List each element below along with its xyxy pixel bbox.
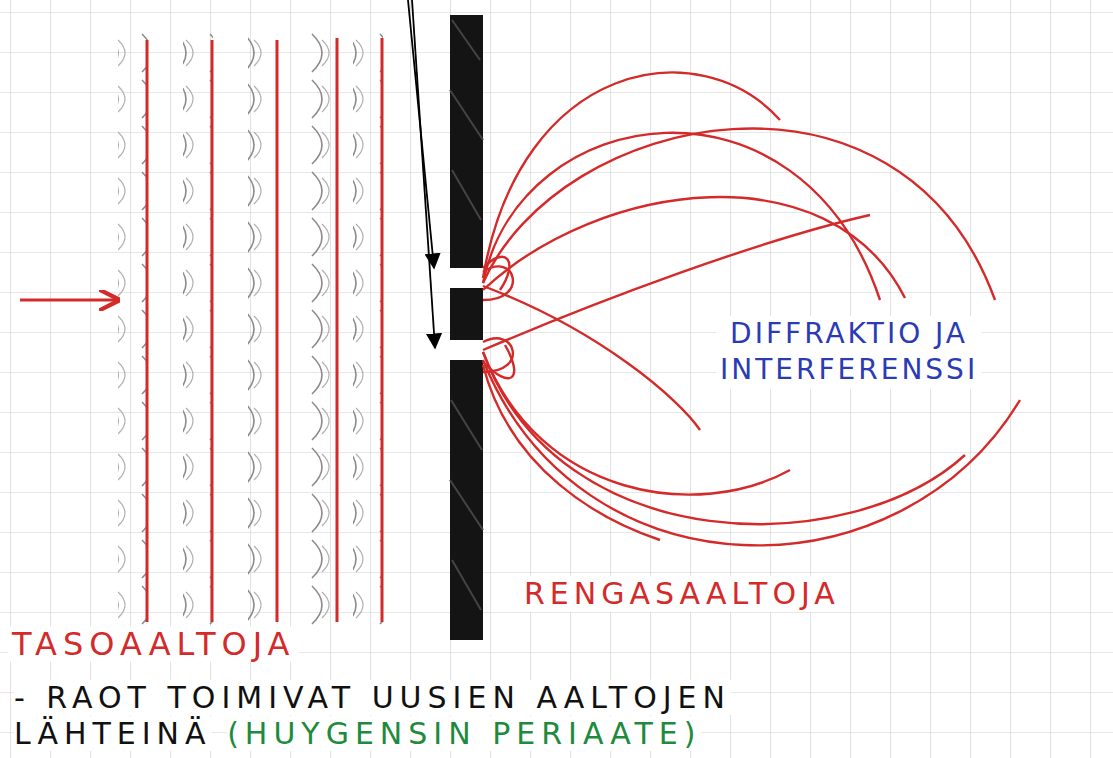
slit-wall — [450, 15, 483, 640]
wave-type-label: TASOAALTOJA — [8, 626, 299, 662]
wave-type-label: RENGASAALTOJA — [520, 576, 844, 612]
note-paragraph: - RAOT TOIMIVAT UUSIEN AALTOJEN LÄHTEINÄ… — [14, 680, 804, 752]
principle-note: (HUYGENSIN PERIAATE) — [227, 716, 701, 751]
direction-arrow — [20, 299, 118, 302]
plane-wavefronts — [147, 38, 382, 622]
ring-waves — [483, 72, 1020, 545]
phenomenon-label: DIFFRAKTIO JA INTERFERENSSI — [716, 316, 982, 389]
huygens-wavelets — [118, 30, 383, 630]
pointer-arrows — [408, 0, 435, 348]
